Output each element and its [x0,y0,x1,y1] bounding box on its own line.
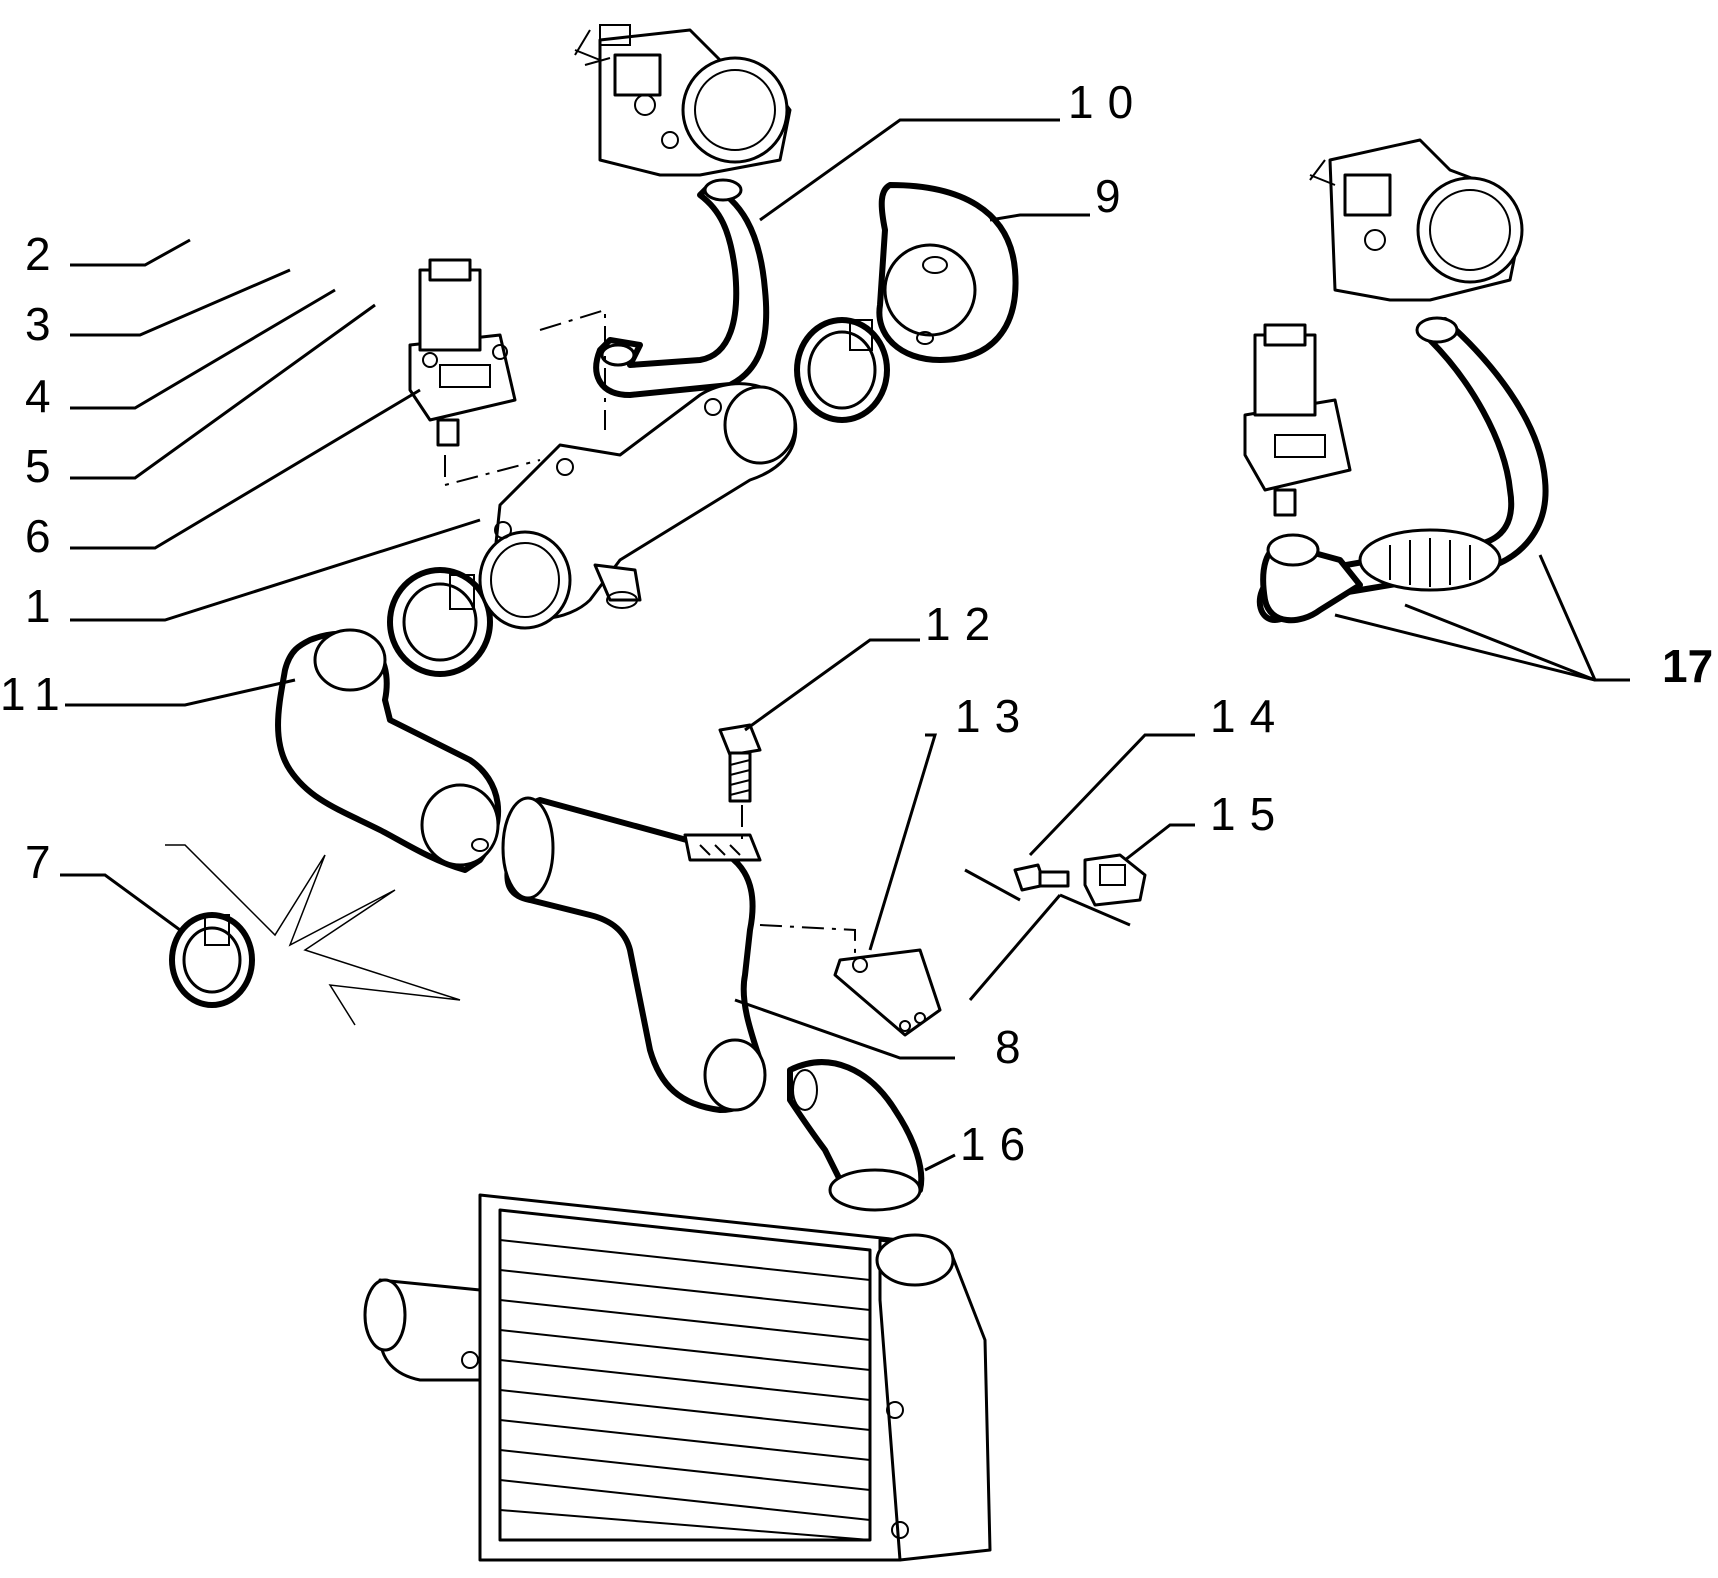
hose-11 [275,628,502,873]
callout-3: 3 [25,298,51,350]
callout-1: 1 [25,580,51,632]
clamp-lower [387,567,493,677]
bolt-12 [718,723,762,840]
throttle-body-assembly [1309,138,1524,302]
callout-8: 8 [995,1021,1021,1073]
callout-9: 9 [1095,170,1121,222]
callout-7: 7 [25,836,51,888]
hose-10 [593,178,770,398]
pipe-8 [501,796,767,1113]
callout-labels: 2 3 4 5 6 1 11 7 10 9 12 13 14 15 8 16 1… [0,76,1713,1170]
clamp-upper [794,317,890,423]
coupler-9 [876,182,1019,363]
leader-lines [60,118,1630,1172]
intake-pipe-1 [478,382,798,630]
hose-assembly-17 [1256,316,1549,624]
callout-15: 15 [1210,788,1289,840]
throttle-body-main [574,24,792,177]
bracket-13 [759,924,942,1037]
callout-17: 17 [1662,640,1713,692]
actuator-6 [408,258,606,487]
clamp-7 [169,912,255,1008]
intercooler [363,1193,992,1562]
callout-13: 13 [955,690,1034,742]
actuator-17 [1243,323,1352,517]
callout-10: 10 [1068,76,1147,128]
callout-11: 11 [0,668,72,720]
nut-15 [1083,853,1147,907]
callout-2: 2 [25,228,51,280]
callout-14: 14 [1210,690,1289,742]
bolt-14 [1013,863,1070,892]
callout-5: 5 [25,440,51,492]
elbow-16 [787,1059,925,1212]
break-mark [165,844,461,1026]
callout-6: 6 [25,510,51,562]
callout-16: 16 [960,1118,1039,1170]
callout-4: 4 [25,370,51,422]
callout-12: 12 [925,598,1004,650]
